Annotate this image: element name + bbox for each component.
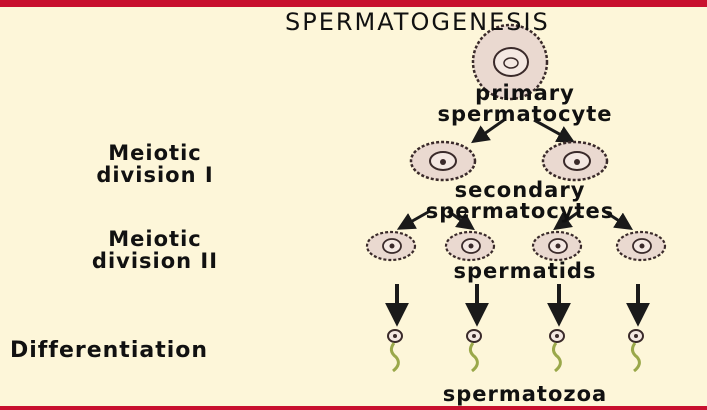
arrow-primary-to-secondary-left <box>471 118 505 144</box>
secondary-spermatocytes-label: secondary spermatocytes <box>340 180 700 222</box>
diagram-title: SPERMATOGENESIS <box>285 8 550 36</box>
spermatid-cell-2 <box>444 230 496 262</box>
secondary-label-line2: spermatocytes <box>425 199 615 223</box>
secondary-label-line1: secondary <box>454 178 586 202</box>
spermatozoon-1 <box>387 329 403 373</box>
bottom-accent-bar <box>0 406 707 410</box>
primary-spermatocyte-cell <box>471 23 549 101</box>
primary-spermatocyte-label: primary spermatocyte <box>360 83 690 125</box>
spermatid-cell-4 <box>615 230 667 262</box>
secondary-spermatocyte-cell-right <box>541 140 609 182</box>
meiotic2-line1: Meiotic <box>108 227 202 251</box>
spermatid-cell-1 <box>365 230 417 262</box>
arrow-secondary-left-to-spermatid-2 <box>447 209 475 231</box>
arrow-secondary-left-to-spermatid-1 <box>396 209 431 230</box>
top-accent-bar <box>0 0 707 7</box>
meiotic-division-1-label: Meiotic division I <box>40 142 270 186</box>
meiotic2-line2: division II <box>91 249 219 273</box>
spermatozoa-label: spermatozoa <box>442 382 608 406</box>
arrow-secondary-right-to-spermatid-3 <box>553 209 581 231</box>
spermatids-label: spermatids <box>453 259 597 283</box>
differentiation-label: Differentiation <box>10 338 209 363</box>
primary-label-line2: spermatocyte <box>437 102 613 126</box>
spermatozoon-3 <box>549 329 565 373</box>
arrow-primary-to-secondary-right <box>533 118 576 143</box>
arrow-secondary-right-to-spermatid-4 <box>603 209 634 230</box>
spermatozoon-4 <box>628 329 644 373</box>
meiotic1-line1: Meiotic <box>108 141 202 165</box>
secondary-spermatocyte-cell-left <box>409 140 477 182</box>
meiotic1-line2: division I <box>96 163 214 187</box>
primary-label-line1: primary <box>475 81 575 105</box>
spermatid-cell-3 <box>531 230 583 262</box>
meiotic-division-2-label: Meiotic division II <box>40 228 270 272</box>
spermatozoon-2 <box>466 329 482 373</box>
